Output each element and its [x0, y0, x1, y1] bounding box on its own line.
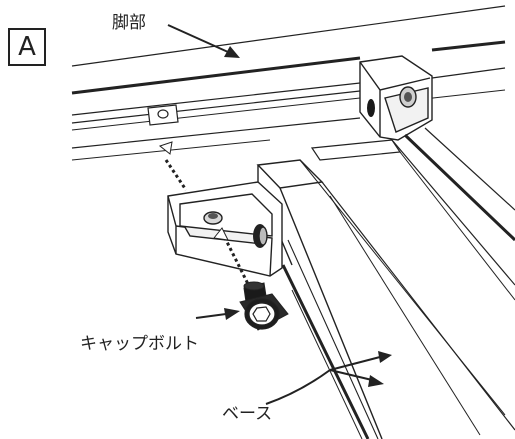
- mounted-corner-bracket: [359, 55, 433, 141]
- base-extrusion: [256, 127, 515, 439]
- panel-letter: A: [18, 32, 36, 62]
- leg-leader-arrow: [167, 24, 240, 58]
- base-label: ベース: [222, 404, 273, 424]
- loose-corner-bracket: [167, 181, 283, 277]
- cap-bolt: [239, 281, 289, 331]
- cap-bolt-label: キャップボルト: [80, 334, 199, 354]
- panel-letter-box: A: [8, 28, 46, 66]
- slot-nut: [147, 104, 179, 126]
- leg-label: 脚部: [112, 13, 146, 33]
- bolt-leader-arrow: [195, 308, 240, 320]
- base-leader-arrows: [265, 351, 392, 405]
- insertion-guide: [158, 141, 250, 285]
- leg-extrusion: [71, 5, 506, 161]
